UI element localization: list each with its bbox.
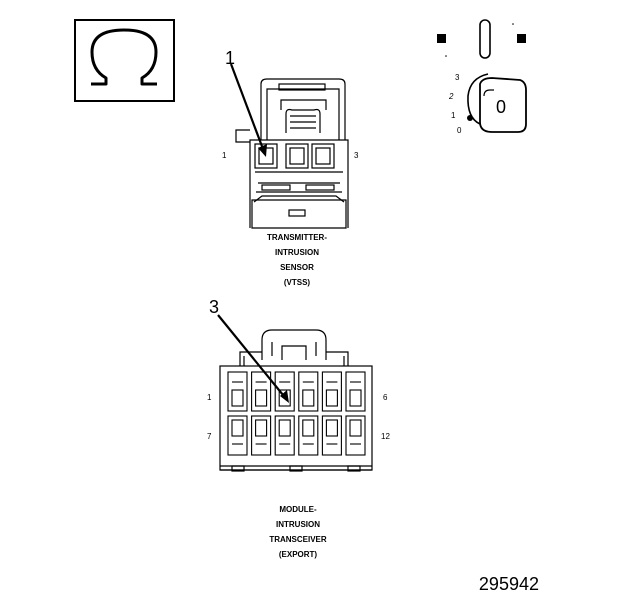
module-cavity — [298, 371, 319, 412]
module-cavity — [345, 415, 366, 456]
module-terminal — [325, 389, 338, 407]
module-caption-line-4: (EXPORT) — [279, 550, 318, 559]
module-pin-12-label: 12 — [381, 432, 390, 441]
ohm-symbol: Ω — [74, 19, 175, 102]
module-pin-7-label: 7 — [207, 432, 212, 441]
module-caption: MODULE- INTRUSION TRANSCEIVER (EXPORT) — [269, 505, 327, 559]
ignition-position-0: 0 — [457, 126, 462, 135]
sensor-caption-line-3: SENSOR — [280, 263, 314, 272]
module-terminal — [278, 419, 291, 437]
key-position-label: 0 — [496, 97, 506, 117]
module-cavity — [227, 415, 248, 456]
module-cavity-grid — [227, 371, 366, 456]
module-cavity — [345, 371, 366, 412]
ignition-position-3: 3 — [455, 73, 460, 82]
ignition-position-1: 1 — [451, 111, 456, 120]
sensor-caption-line-2: INTRUSION — [275, 248, 319, 257]
module-caption-line-2: INTRUSION — [276, 520, 320, 529]
module-connector — [219, 329, 373, 472]
module-caption-line-1: MODULE- — [279, 505, 317, 514]
ignition-key-icon: 0 3 2 1 0 — [437, 19, 527, 135]
module-cavity — [227, 371, 248, 412]
module-pin-1-label: 1 — [207, 393, 212, 402]
module-terminal — [231, 419, 244, 437]
figure-number: 295942 — [479, 574, 539, 594]
module-terminal — [349, 389, 362, 407]
module-terminal — [255, 389, 268, 407]
module-caption-line-3: TRANSCEIVER — [269, 535, 327, 544]
module-cavity — [274, 415, 295, 456]
module-cavity — [321, 415, 342, 456]
sensor-pin-right-label: 3 — [354, 151, 359, 160]
module-terminal — [255, 419, 268, 437]
ohm-icon: Ω — [124, 59, 125, 61]
sensor-caption: TRANSMITTER- INTRUSION SENSOR (VTSS) — [267, 233, 327, 287]
sensor-callout-number: 1 — [225, 48, 235, 68]
module-pin-6-label: 6 — [383, 393, 388, 402]
module-terminal — [231, 389, 244, 407]
module-cavity — [274, 371, 295, 412]
sensor-caption-line-4: (VTSS) — [284, 278, 311, 287]
module-callout-arrow — [217, 314, 289, 403]
module-terminal — [278, 389, 291, 407]
sensor-caption-line-1: TRANSMITTER- — [267, 233, 327, 242]
module-cavity — [251, 415, 272, 456]
module-terminal — [302, 389, 315, 407]
module-terminal — [325, 419, 338, 437]
sensor-pin-left-label: 1 — [222, 151, 227, 160]
module-cavity — [298, 415, 319, 456]
module-cavity — [321, 371, 342, 412]
ignition-position-2: 2 — [448, 92, 454, 101]
sensor-connector — [235, 78, 349, 229]
module-terminal — [349, 419, 362, 437]
module-terminal — [302, 419, 315, 437]
sensor-callout-arrow — [229, 63, 267, 157]
module-cavity — [251, 371, 272, 412]
module-callout-number: 3 — [209, 297, 219, 317]
